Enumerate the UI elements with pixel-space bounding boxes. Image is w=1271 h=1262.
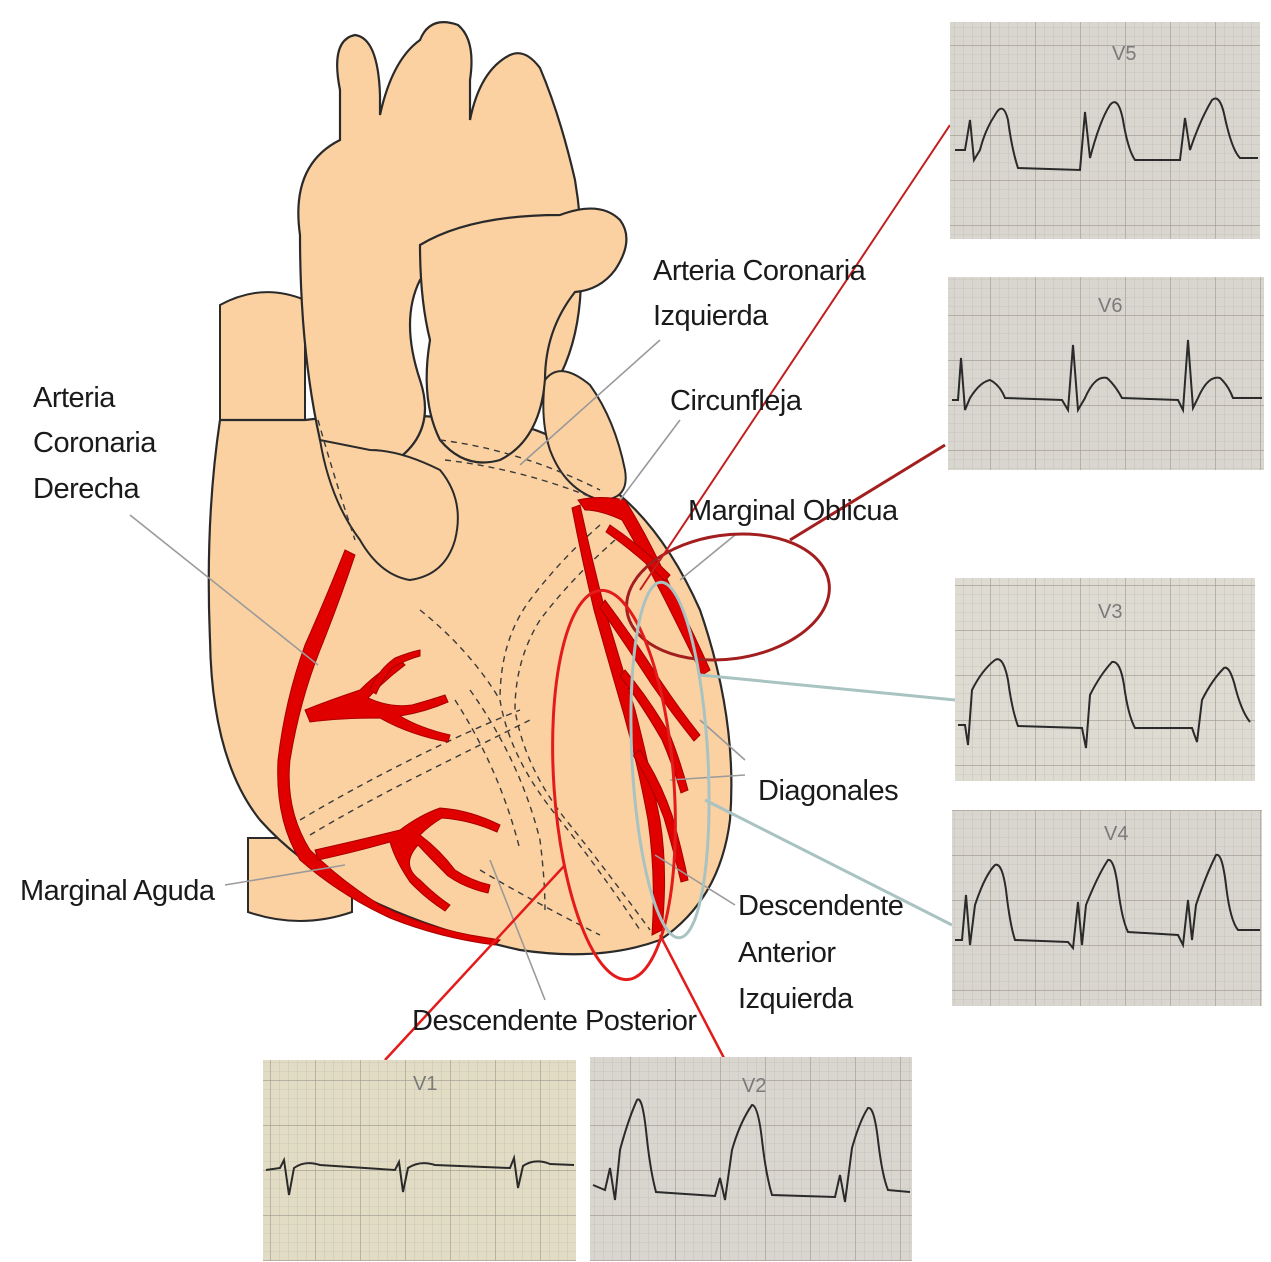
label-acd-line1: Arteria <box>33 382 116 414</box>
label-marginal-aguda: Marginal Aguda <box>20 875 216 907</box>
ecg-lead-label-v2: V2 <box>742 1075 766 1097</box>
label-aci-line1: Arteria Coronaria <box>653 255 867 287</box>
ecg-strip-v1: V1 <box>263 1060 576 1261</box>
label-descendente-posterior: Descendente Posterior <box>412 1005 697 1037</box>
ecg-strip-v3: V3 <box>955 578 1255 781</box>
label-circunfleja: Circunfleja <box>670 385 803 417</box>
ecg-lead-label-v4: V4 <box>1104 823 1128 845</box>
ecg-strip-v6: V6 <box>948 277 1264 470</box>
label-acd-line3: Derecha <box>33 473 140 505</box>
label-aci-line2: Izquierda <box>653 300 769 332</box>
label-acd-line2: Coronaria <box>33 427 157 459</box>
label-diagonales: Diagonales <box>758 775 898 807</box>
ecg-lead-label-v6: V6 <box>1098 295 1122 317</box>
ecg-lead-label-v5: V5 <box>1112 43 1136 65</box>
ecg-lead-label-v1: V1 <box>413 1073 437 1095</box>
ecg-strip-v4: V4 <box>952 810 1262 1006</box>
label-marginal-oblicua: Marginal Oblicua <box>688 495 899 527</box>
ecg-lead-label-v3: V3 <box>1098 601 1122 623</box>
label-da-line2: Anterior <box>738 937 836 969</box>
label-da-line3: Izquierda <box>738 983 854 1015</box>
label-da-line1: Descendente <box>738 890 903 922</box>
superior-vena-cava <box>220 292 305 430</box>
ecg-strip-v2: V2 <box>590 1057 912 1261</box>
ecg-strip-v5: V5 <box>950 22 1260 239</box>
heart-illustration <box>209 22 732 954</box>
